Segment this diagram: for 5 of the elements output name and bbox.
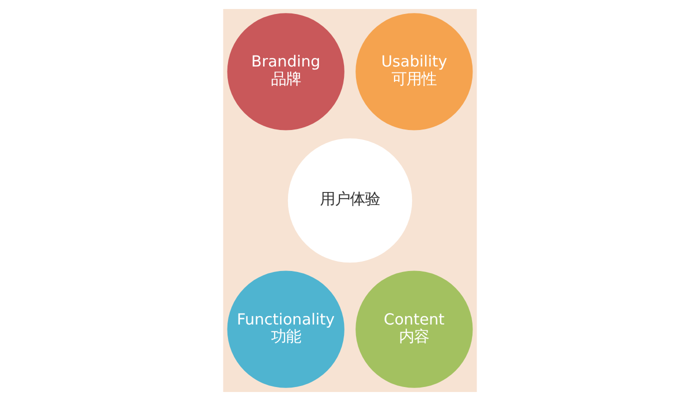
node-circle: 用户体验 [288, 138, 412, 262]
node-circle: Content 内容 [356, 270, 473, 388]
node-circle: Branding 品牌 [227, 12, 344, 130]
node-circle: Functionality 功能 [227, 270, 344, 388]
node-circle: Usability 可用性 [356, 12, 473, 130]
